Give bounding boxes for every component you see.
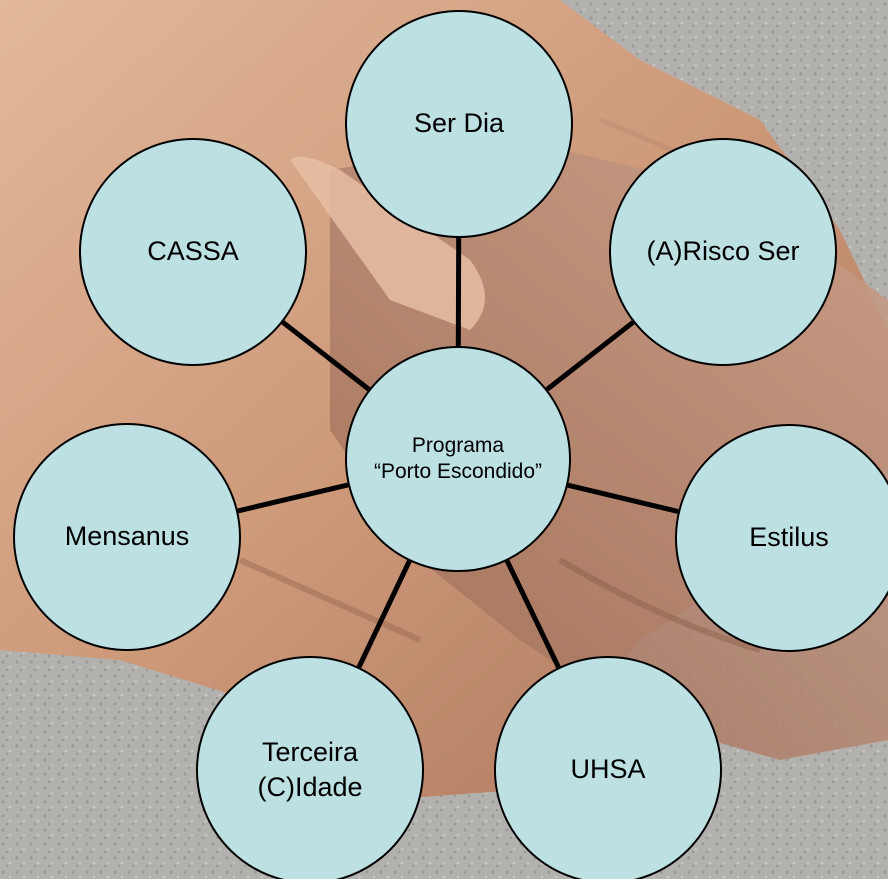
node-a-risco-ser: (A)Risco Ser xyxy=(609,138,837,366)
connector-a-risco-ser xyxy=(545,320,635,392)
connector-terceira-c-idade xyxy=(356,559,412,669)
node-mensanus: Mensanus xyxy=(13,423,241,651)
node-uhsa: UHSA xyxy=(494,656,722,879)
node-ser-dia: Ser Dia xyxy=(345,10,573,238)
node-estilus: Estilus xyxy=(675,424,888,652)
connector-estilus xyxy=(567,482,679,514)
connector-cassa xyxy=(281,320,371,392)
center-node-programa-porto-escondido: Programa “Porto Escondido” xyxy=(345,346,571,572)
connector-mensanus xyxy=(237,482,349,514)
connector-uhsa xyxy=(504,559,561,669)
node-terceira-c-idade: Terceira (C)Idade xyxy=(196,656,424,879)
node-cassa: CASSA xyxy=(79,138,307,366)
